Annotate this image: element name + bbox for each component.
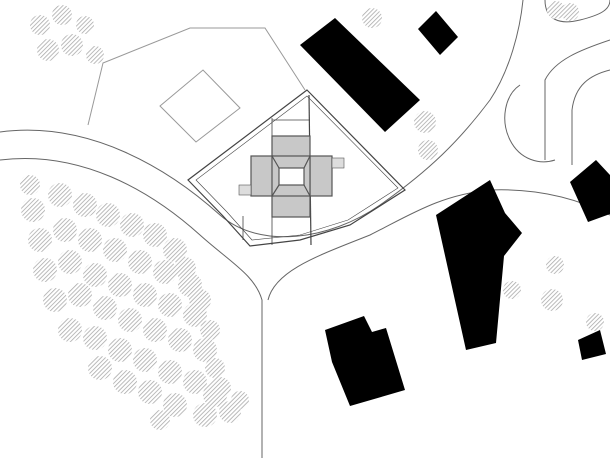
- tree-icon: [103, 238, 127, 262]
- building-far-east: [570, 160, 610, 222]
- tree-icon: [158, 293, 182, 317]
- tree-icon: [96, 203, 120, 227]
- tree-icon: [88, 356, 112, 380]
- tree-icon: [83, 326, 107, 350]
- tree-icon: [73, 193, 97, 217]
- tree-icon: [418, 140, 438, 160]
- tree-icon: [61, 34, 83, 56]
- project-plot: [187, 89, 406, 247]
- building-south: [325, 316, 405, 406]
- tree-icon: [108, 273, 132, 297]
- tree-icon: [30, 15, 50, 35]
- tree-icon: [547, 1, 565, 19]
- building-southeast: [578, 330, 606, 360]
- tree-icon: [158, 360, 182, 384]
- tree-icon: [546, 256, 564, 274]
- road-edge-ne: [544, 39, 610, 160]
- tree-icon: [193, 338, 217, 362]
- tree-icon: [414, 111, 436, 133]
- road-edge-ne2: [571, 69, 610, 165]
- road-edge-east: [267, 189, 610, 301]
- tree-icon: [153, 260, 177, 284]
- tree-icon: [231, 391, 249, 409]
- tree-icon: [189, 289, 211, 311]
- courtyard: [278, 167, 305, 186]
- site-boundary-nw: [87, 27, 306, 126]
- stair-east: [331, 157, 345, 169]
- tree-icon: [53, 218, 77, 242]
- building-south-wing: [271, 194, 311, 218]
- tree-icon: [174, 257, 196, 279]
- building-north-wing: [271, 135, 311, 159]
- tree-icon: [503, 281, 521, 299]
- building-west-wing: [250, 155, 274, 197]
- existing-buildings: [300, 11, 610, 406]
- tree-icon: [37, 39, 59, 61]
- tree-icon: [76, 16, 94, 34]
- building-north-small: [418, 11, 458, 55]
- tree-icon: [58, 318, 82, 342]
- tree-icon: [28, 228, 52, 252]
- tree-icon: [193, 403, 217, 427]
- tree-icon: [205, 358, 225, 378]
- trees: [20, 1, 604, 430]
- tree-icon: [58, 250, 82, 274]
- tree-icon: [163, 393, 187, 417]
- sports-court: [159, 69, 241, 143]
- tree-icon: [43, 288, 67, 312]
- tree-icon: [168, 328, 192, 352]
- tree-icon: [120, 213, 144, 237]
- project-building: [238, 135, 345, 218]
- tree-icon: [586, 313, 604, 331]
- road-edge-south: [0, 158, 263, 458]
- tree-icon: [108, 338, 132, 362]
- road-edge-north: [0, 0, 524, 238]
- tree-icon: [128, 250, 152, 274]
- tree-icon: [113, 370, 137, 394]
- building-east-wing: [309, 155, 333, 197]
- tree-icon: [150, 410, 170, 430]
- tree-icon: [93, 296, 117, 320]
- tree-icon: [143, 318, 167, 342]
- building-east-tall: [436, 180, 522, 350]
- tree-icon: [163, 238, 187, 262]
- tree-icon: [133, 283, 157, 307]
- tree-icon: [209, 377, 231, 399]
- tree-icon: [20, 175, 40, 195]
- tree-icon: [118, 308, 142, 332]
- tree-icon: [143, 223, 167, 247]
- tree-icon: [21, 198, 45, 222]
- tree-icon: [133, 348, 157, 372]
- stair-west: [238, 184, 252, 196]
- tree-icon: [86, 46, 104, 64]
- tree-icon: [52, 5, 72, 25]
- path-loop: [504, 84, 556, 163]
- tree-icon: [83, 263, 107, 287]
- tree-icon: [68, 283, 92, 307]
- tree-icon: [362, 8, 382, 28]
- building-north-large: [300, 18, 420, 132]
- tree-icon: [541, 289, 563, 311]
- tree-icon: [78, 228, 102, 252]
- tree-icon: [33, 258, 57, 282]
- tree-icon: [138, 380, 162, 404]
- tree-icon: [561, 3, 579, 21]
- tree-icon: [200, 320, 220, 340]
- tree-icon: [48, 183, 72, 207]
- tree-icon: [183, 370, 207, 394]
